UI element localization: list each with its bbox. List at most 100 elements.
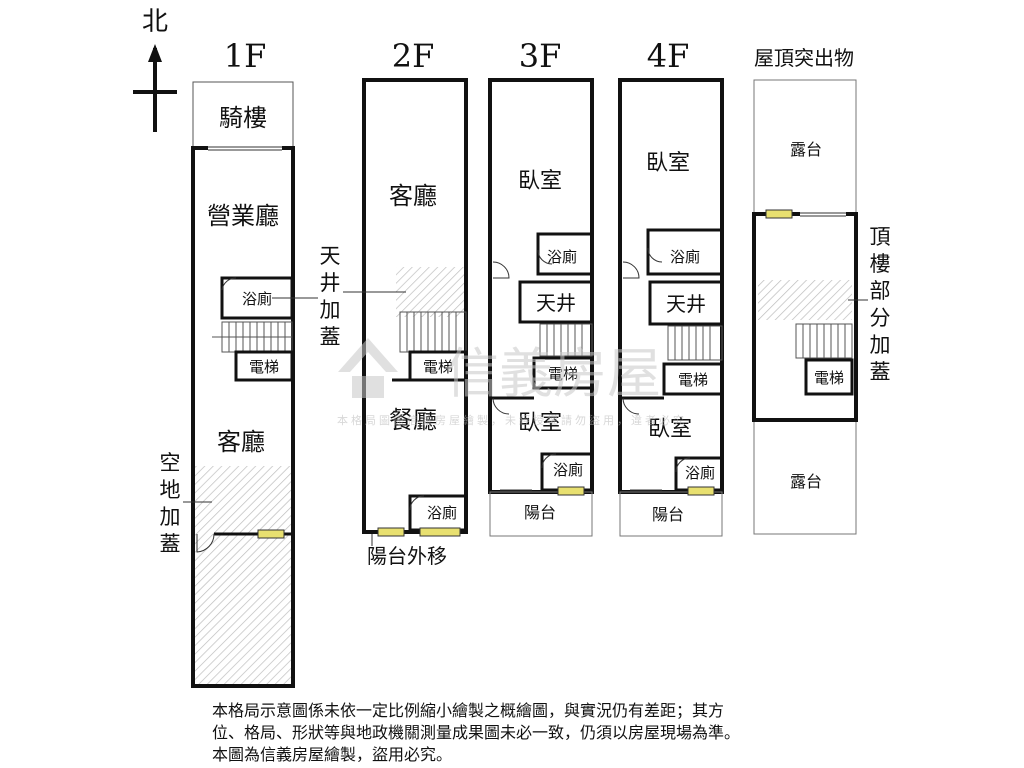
north-label: 北: [142, 7, 168, 37]
bedroom-3f-top-label: 臥室: [518, 169, 562, 194]
balcony-4f-label: 陽台: [652, 505, 684, 524]
living-2f-label: 客廳: [389, 182, 437, 210]
arrowhead-icon: [148, 44, 162, 62]
window-icon: [257, 529, 285, 539]
annot-char: 蓋: [870, 360, 891, 384]
bath-4f-top-walls: [646, 228, 724, 276]
annot-char: 分: [870, 306, 891, 330]
window-icon: [687, 486, 715, 496]
balcony-3f-label: 陽台: [524, 503, 556, 522]
watermark-brand: 信義房屋: [445, 342, 661, 405]
rooftop-hatch: [758, 280, 852, 320]
window-icon: [765, 209, 793, 219]
elevator-1f-label: 電梯: [249, 358, 279, 376]
floor-2f-title: 2F: [392, 37, 435, 75]
door-swing-icon: [622, 261, 640, 279]
door-swing-icon: [622, 397, 640, 415]
annot-char: 頂: [870, 225, 891, 249]
balcony-4f-area: [619, 491, 723, 537]
open-space-hatch: [195, 466, 293, 684]
house-logo-icon: [338, 338, 398, 398]
annot-char: 天: [320, 244, 341, 268]
elevator-2f-label: 電梯: [423, 358, 453, 376]
door-swing-icon: [409, 495, 425, 511]
bedroom-4f-top-label: 臥室: [646, 151, 690, 176]
floor-4f-title: 4F: [647, 37, 690, 75]
bath-4f-top-label: 浴廁: [670, 248, 700, 266]
window-icon: [377, 527, 405, 537]
elevator-roof-label: 電梯: [814, 369, 844, 387]
compass: 北: [133, 7, 177, 132]
stairs-4f: [667, 325, 723, 361]
light-well-4f: [648, 280, 724, 326]
door-swing-icon: [492, 261, 510, 279]
elevator-roof: [804, 358, 854, 396]
disclaimer-line: 位、格局、形狀等與地政機關測量成果圖未必一致，仍須以房屋現場為準。: [212, 723, 741, 742]
light-well-3f-label: 天井: [536, 291, 576, 315]
balcony-3f-area: [489, 491, 593, 537]
annot-char: 加: [320, 298, 341, 322]
disclaimer-line: 本格局示意圖係未依一定比例縮小繪製之概繪圖，與實況仍有差距；其方: [212, 701, 725, 720]
light-well-3f: [518, 280, 594, 324]
annot-char: 樓: [870, 252, 891, 276]
annot-char: 空: [160, 451, 181, 475]
annot-char: 蓋: [320, 325, 341, 349]
bath-4f-bottom-label: 浴廁: [685, 464, 715, 482]
floor-1f: 1F 騎樓 營業廳 浴廁 電梯 客廳: [191, 37, 295, 688]
disclaimer: 本格局示意圖係未依一定比例縮小繪製之概繪圖，與實況仍有差距；其方 位、格局、形狀…: [212, 700, 822, 766]
annot-char: 加: [870, 333, 891, 357]
elevator-4f-label: 電梯: [678, 371, 708, 389]
annot-char: 蓋: [160, 532, 181, 556]
living-1f-label: 客廳: [217, 428, 265, 456]
door-swing-icon: [537, 249, 553, 265]
floor-2f-walls: [362, 78, 468, 534]
terrace-top-label: 露台: [790, 140, 822, 159]
bath-2f-label: 浴廁: [427, 504, 457, 522]
elevator-1f: [234, 350, 294, 382]
bedroom-4f-bottom-label: 臥室: [648, 417, 692, 442]
elevator-3f: [532, 356, 594, 390]
roof-title: 屋頂突出物: [754, 46, 854, 70]
watermark-notice: 本格局圖係信義房屋繪製，未經授權請勿盜用，違者必究: [337, 413, 687, 427]
door-swing-icon: [492, 397, 510, 415]
annotation-open-space-covered: 空 地 加 蓋: [160, 451, 212, 556]
watermark: 信義房屋 本格局圖係信義房屋繪製，未經授權請勿盜用，違者必究: [337, 338, 687, 427]
business-hall-label: 營業廳: [207, 202, 279, 230]
bath-3f-top-walls: [536, 232, 594, 276]
light-well-4f-label: 天井: [666, 292, 706, 316]
stairs-roof: [795, 323, 853, 359]
door-swing-icon: [675, 457, 691, 473]
elevator-2f: [408, 350, 468, 382]
floor-4f: 4F 臥室 浴廁 天井 電梯 臥室 浴廁 陽台: [618, 37, 724, 537]
terrace-bottom-label: 露台: [790, 472, 822, 491]
dining-label: 餐廳: [389, 406, 437, 434]
annot-char: 部: [870, 279, 891, 303]
annot-char: 地: [160, 478, 181, 502]
elevator-3f-label: 電梯: [548, 365, 578, 383]
floor-2f: 2F 客廳 電梯 餐廳 浴廁: [362, 37, 468, 537]
window-icon: [419, 527, 461, 537]
annot-char: 加: [160, 505, 181, 529]
bath-3f-bottom-label: 浴廁: [553, 461, 583, 479]
light-well-hatch: [396, 267, 466, 317]
floor-roof: 屋頂突出物 露台 電梯 露台: [752, 46, 858, 535]
door-swing-icon: [541, 453, 557, 469]
annotation-rooftop-covered: 頂 樓 部 分 加 蓋: [848, 225, 891, 384]
disclaimer-line: 本圖為信義房屋繪製，盜用必究。: [212, 745, 453, 764]
elevator-4f: [662, 362, 724, 396]
window-icon: [557, 486, 585, 496]
balcony-moved-label: 陽台外移: [367, 544, 447, 568]
annotation-balcony-moved: 陽台外移: [367, 534, 447, 568]
floor-1f-title: 1F: [224, 37, 267, 75]
door-swing-icon: [221, 277, 237, 291]
floor-3f: 3F 臥室 浴廁 天井 電梯 臥室 浴廁 陽台: [488, 37, 594, 537]
stairs-1f: [212, 321, 293, 353]
arcade-label: 騎樓: [219, 104, 267, 132]
annotation-light-well-covered: 天 井 加 蓋: [272, 244, 406, 349]
floor-3f-title: 3F: [519, 37, 562, 75]
bath-3f-top-label: 浴廁: [547, 248, 577, 266]
annot-char: 井: [320, 271, 341, 295]
door-swing-icon: [647, 247, 663, 263]
